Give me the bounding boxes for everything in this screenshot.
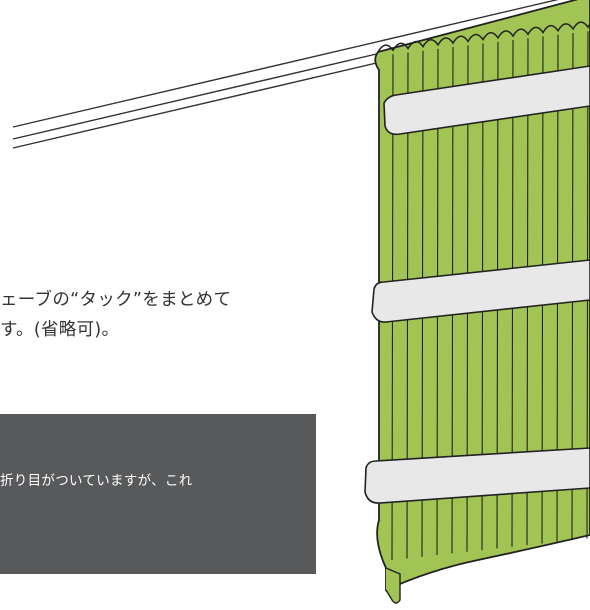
note-box: 折り目がついていますが、これ — [0, 414, 316, 574]
tie-band-top — [383, 65, 590, 136]
tie-band-middle — [371, 259, 590, 323]
tie-bands — [364, 65, 590, 504]
note-text: 折り目がついていますが、これ — [0, 473, 193, 489]
curtain-heading — [377, 21, 590, 53]
tie-band-bottom — [364, 447, 590, 504]
instruction-line-2: す。(省略可)。 — [0, 320, 120, 340]
curtain-hem — [385, 567, 401, 604]
instruction-line-1: ェーブの“タック”をまとめて — [0, 290, 232, 310]
